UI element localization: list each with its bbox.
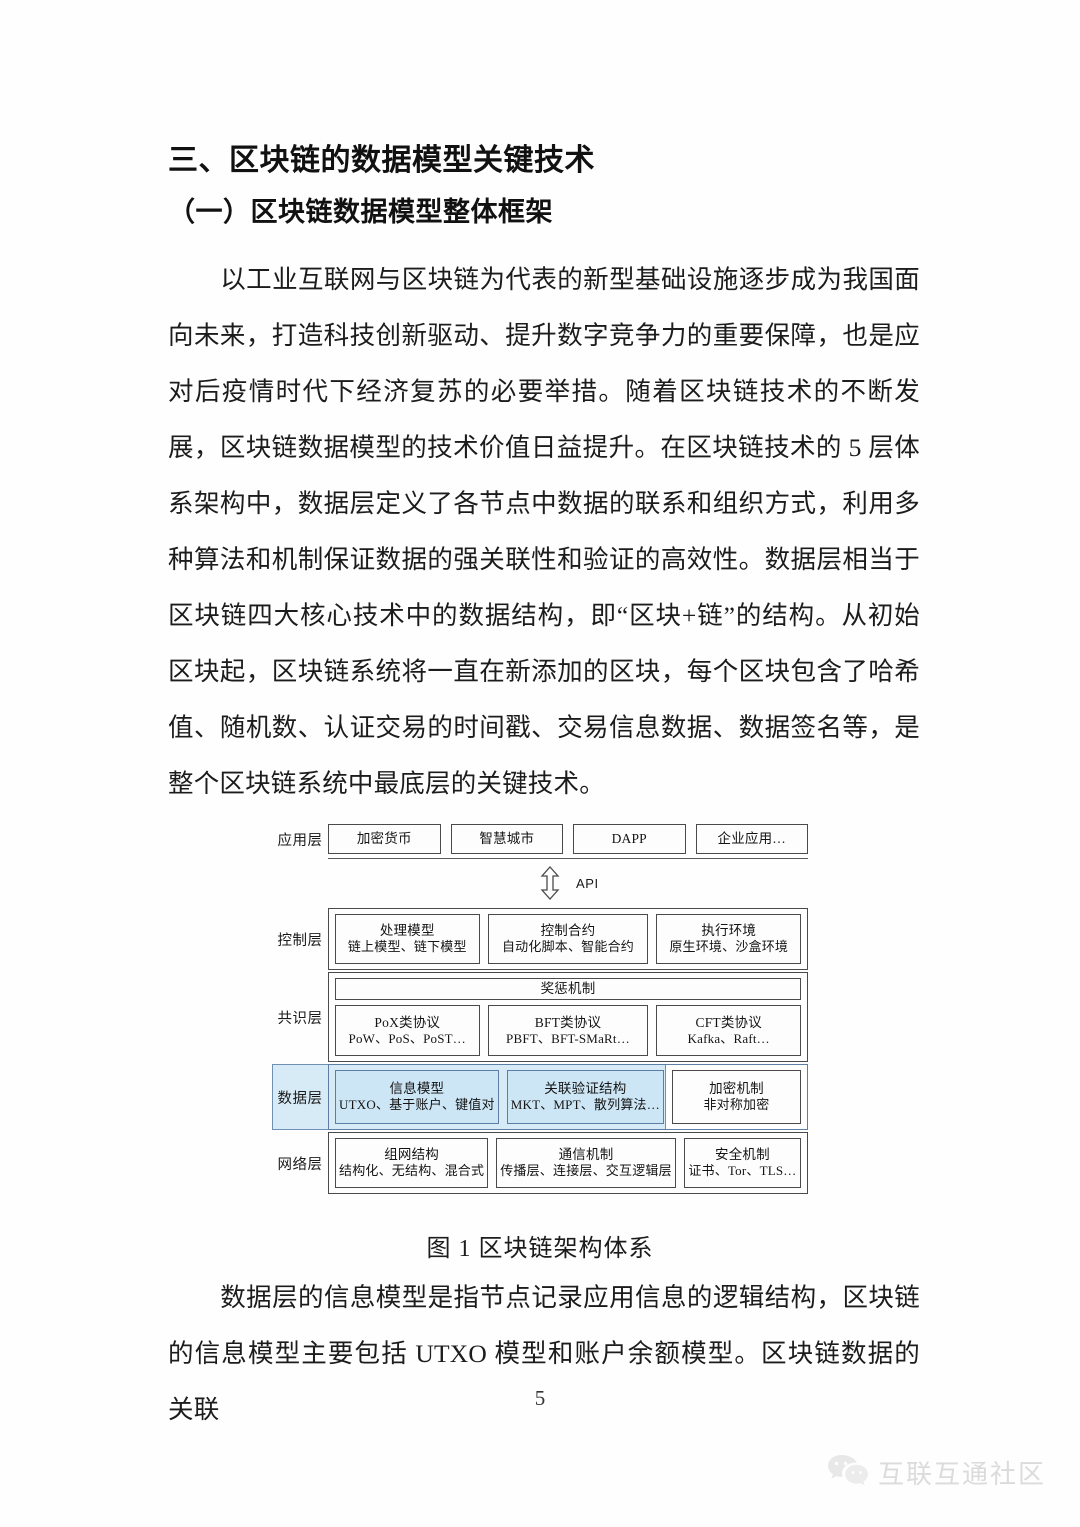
network-layer-frame: 组网结构 结构化、无结构、混合式 通信机制 传播层、连接层、交互逻辑层 安全机制… — [328, 1132, 808, 1194]
api-interface-zone: API — [328, 858, 808, 908]
network-box-security: 安全机制 证书、Tor、TLS… — [683, 1138, 801, 1188]
network-box-topology: 组网结构 结构化、无结构、混合式 — [335, 1138, 489, 1188]
body-paragraph-2: 数据层的信息模型是指节点记录应用信息的逻辑结构，区块链的信息模型主要包括 UTX… — [168, 1270, 920, 1438]
layer-label-consensus: 共识层 — [277, 1010, 323, 1027]
app-box-smart-city: 智慧城市 — [450, 824, 563, 854]
network-layer-columns: 组网结构 结构化、无结构、混合式 通信机制 传播层、连接层、交互逻辑层 安全机制… — [335, 1138, 801, 1188]
data-box-encryption-mechanism: 加密机制 非对称加密 — [671, 1070, 801, 1124]
api-label: API — [576, 876, 599, 891]
data-layer-frame: 信息模型 UTXO、基于账户、键值对 关联验证结构 MKT、MPT、散列算法… … — [328, 1064, 808, 1130]
data-box-information-model: 信息模型 UTXO、基于账户、键值对 — [335, 1070, 499, 1124]
layer-row-network: 网络层 组网结构 结构化、无结构、混合式 通信机制 传播层、连接层、交互逻辑层 — [272, 1132, 808, 1194]
consensus-box-bft: BFT类协议 PBFT、BFT-SMaRt… — [487, 1005, 649, 1056]
app-box-dapp: DAPP — [573, 824, 686, 854]
layer-body-data: 信息模型 UTXO、基于账户、键值对 关联验证结构 MKT、MPT、散列算法… … — [328, 1064, 808, 1130]
layer-body-application: 加密货币 智慧城市 DAPP 企业应用… — [328, 824, 808, 854]
consensus-layer-columns: PoX类协议 PoW、PoS、PoST… BFT类协议 PBFT、BFT-SMa… — [335, 1005, 801, 1056]
section-heading-level1: 三、区块链的数据模型关键技术 — [168, 144, 595, 177]
consensus-box-reward-mechanism: 奖惩机制 — [335, 978, 801, 1000]
paragraph-1-text: 以工业互联网与区块链为代表的新型基础设施逐步成为我国面向未来，打造科技创新驱动、… — [168, 265, 920, 798]
figure-caption: 图 1 区块链架构体系 — [426, 1236, 654, 1262]
app-box-enterprise: 企业应用… — [695, 824, 808, 854]
body-paragraph-1: 以工业互联网与区块链为代表的新型基础设施逐步成为我国面向未来，打造科技创新驱动、… — [168, 252, 920, 812]
layer-label-control: 控制层 — [277, 932, 323, 949]
control-box-control-contract: 控制合约 自动化脚本、智能合约 — [487, 914, 649, 964]
consensus-box-cft: CFT类协议 Kafka、Raft… — [656, 1005, 801, 1056]
data-box-association-verification: 关联验证结构 MKT、MPT、散列算法… — [506, 1070, 664, 1124]
control-box-execution-env: 执行环境 原生环境、沙盒环境 — [656, 914, 801, 964]
wechat-icon — [826, 1452, 870, 1493]
layer-body-consensus: 奖惩机制 PoX类协议 PoW、PoS、PoST… BFT类协议 PBFT、BF… — [328, 972, 808, 1062]
network-box-communication: 通信机制 传播层、连接层、交互逻辑层 — [496, 1138, 676, 1188]
watermark: 互联互通社区 — [826, 1452, 1046, 1493]
layer-row-control: 控制层 处理模型 链上模型、链下模型 控制合约 自动化脚本、智能合约 执行环 — [272, 908, 808, 970]
watermark-text: 互联互通社区 — [878, 1459, 1047, 1489]
double-arrow-vertical-icon — [540, 866, 560, 905]
layer-label-data: 数据层 — [277, 1090, 323, 1107]
layer-body-control: 处理模型 链上模型、链下模型 控制合约 自动化脚本、智能合约 执行环境 原生环境… — [328, 908, 808, 970]
layer-label-network: 网络层 — [277, 1156, 323, 1173]
page-number: 5 — [534, 1386, 546, 1410]
consensus-layer-frame: 奖惩机制 PoX类协议 PoW、PoS、PoST… BFT类协议 PBFT、BF… — [328, 972, 808, 1062]
layer-row-data: 数据层 信息模型 UTXO、基于账户、键值对 关联验证结构 MKT、MPT、散列… — [272, 1064, 808, 1130]
paragraph-2-text: 数据层的信息模型是指节点记录应用信息的逻辑结构，区块链的信息模型主要包括 UTX… — [168, 1283, 920, 1424]
layer-body-network: 组网结构 结构化、无结构、混合式 通信机制 传播层、连接层、交互逻辑层 安全机制… — [328, 1132, 808, 1194]
layer-row-application: 应用层 加密货币 智慧城市 DAPP 企业应用… — [272, 824, 808, 854]
consensus-box-pox: PoX类协议 PoW、PoS、PoST… — [335, 1005, 480, 1056]
control-layer-frame: 处理模型 链上模型、链下模型 控制合约 自动化脚本、智能合约 执行环境 原生环境… — [328, 908, 808, 970]
control-box-processing-model: 处理模型 链上模型、链下模型 — [335, 914, 480, 964]
blockchain-architecture-figure: 应用层 加密货币 智慧城市 DAPP 企业应用… API 控制层 — [272, 824, 808, 1216]
section-heading-level2: （一）区块链数据模型整体框架 — [168, 197, 553, 227]
data-layer-columns: 信息模型 UTXO、基于账户、键值对 关联验证结构 MKT、MPT、散列算法… … — [335, 1070, 801, 1124]
layer-label-application: 应用层 — [277, 832, 323, 849]
api-divider-line — [328, 858, 808, 859]
layer-row-consensus: 共识层 奖惩机制 PoX类协议 PoW、PoS、PoST… BFT类协议 PBF… — [272, 972, 808, 1062]
control-layer-columns: 处理模型 链上模型、链下模型 控制合约 自动化脚本、智能合约 执行环境 原生环境… — [335, 914, 801, 964]
app-box-cryptocurrency: 加密货币 — [328, 824, 441, 854]
